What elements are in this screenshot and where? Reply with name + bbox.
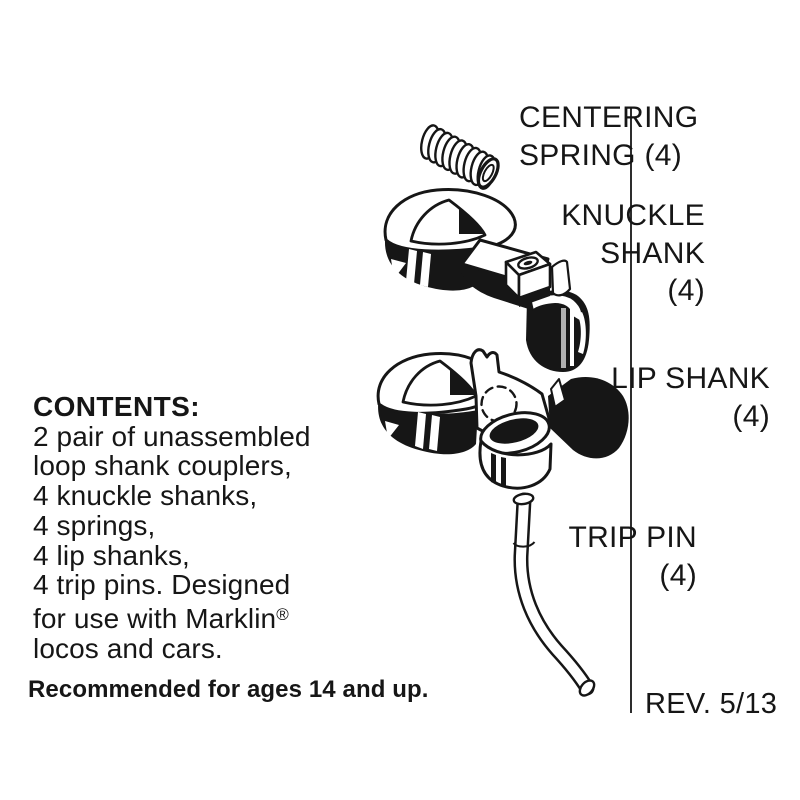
revision-text: REV. 5/13 [645,688,778,720]
label-knuckle-shank-line2: SHANK [600,236,705,270]
contents-line: loop shank couplers, [33,450,292,482]
contents-line: 4 springs, [33,509,156,541]
label-trip-pin: TRIP PIN (4) [568,519,697,594]
label-lip-shank-qty: (4) [732,399,770,433]
label-knuckle-shank: KNUCKLE SHANK (4) [561,197,705,310]
knuckle-shank-drawing [383,188,590,372]
pivot-boss [504,250,552,307]
registered-trademark-symbol: ® [276,604,289,624]
contents-line: for use with Marklin® [33,600,311,634]
label-trip-pin-line1: TRIP PIN [568,521,697,554]
label-centering-spring-line1: CENTERING [519,101,699,134]
label-knuckle-shank-line1: KNUCKLE [561,199,705,232]
trip-pin-socket [478,411,553,490]
lip-beak [548,376,629,459]
contents-line-marklin: for use with Marklin [33,602,277,634]
label-knuckle-shank-qty: (4) [667,274,705,307]
contents-heading: CONTENTS: [33,391,200,422]
centering-spring-drawing [420,124,500,190]
lip-shank-drawing [376,348,629,490]
age-recommendation: Recommended for ages 14 and up. [28,676,429,703]
label-lip-shank-line1: LIP SHANK [611,362,770,395]
trip-pin-drawing [512,492,596,697]
contents-line: 4 lip shanks, [33,539,190,571]
contents-line: 2 pair of unassembled [33,420,311,452]
contents-line: 4 trip pins. Designed [33,569,291,601]
label-lip-shank: LIP SHANK (4) [611,360,770,435]
contents-line: 4 knuckle shanks, [33,480,258,512]
contents-section: CONTENTS: 2 pair of unassembled loop sha… [33,392,311,663]
label-trip-pin-qty: (4) [659,558,697,592]
contents-line: locos and cars. [33,632,223,664]
label-centering-spring: CENTERING SPRING (4) [519,99,698,174]
label-centering-spring-line2: SPRING (4) [519,138,683,172]
